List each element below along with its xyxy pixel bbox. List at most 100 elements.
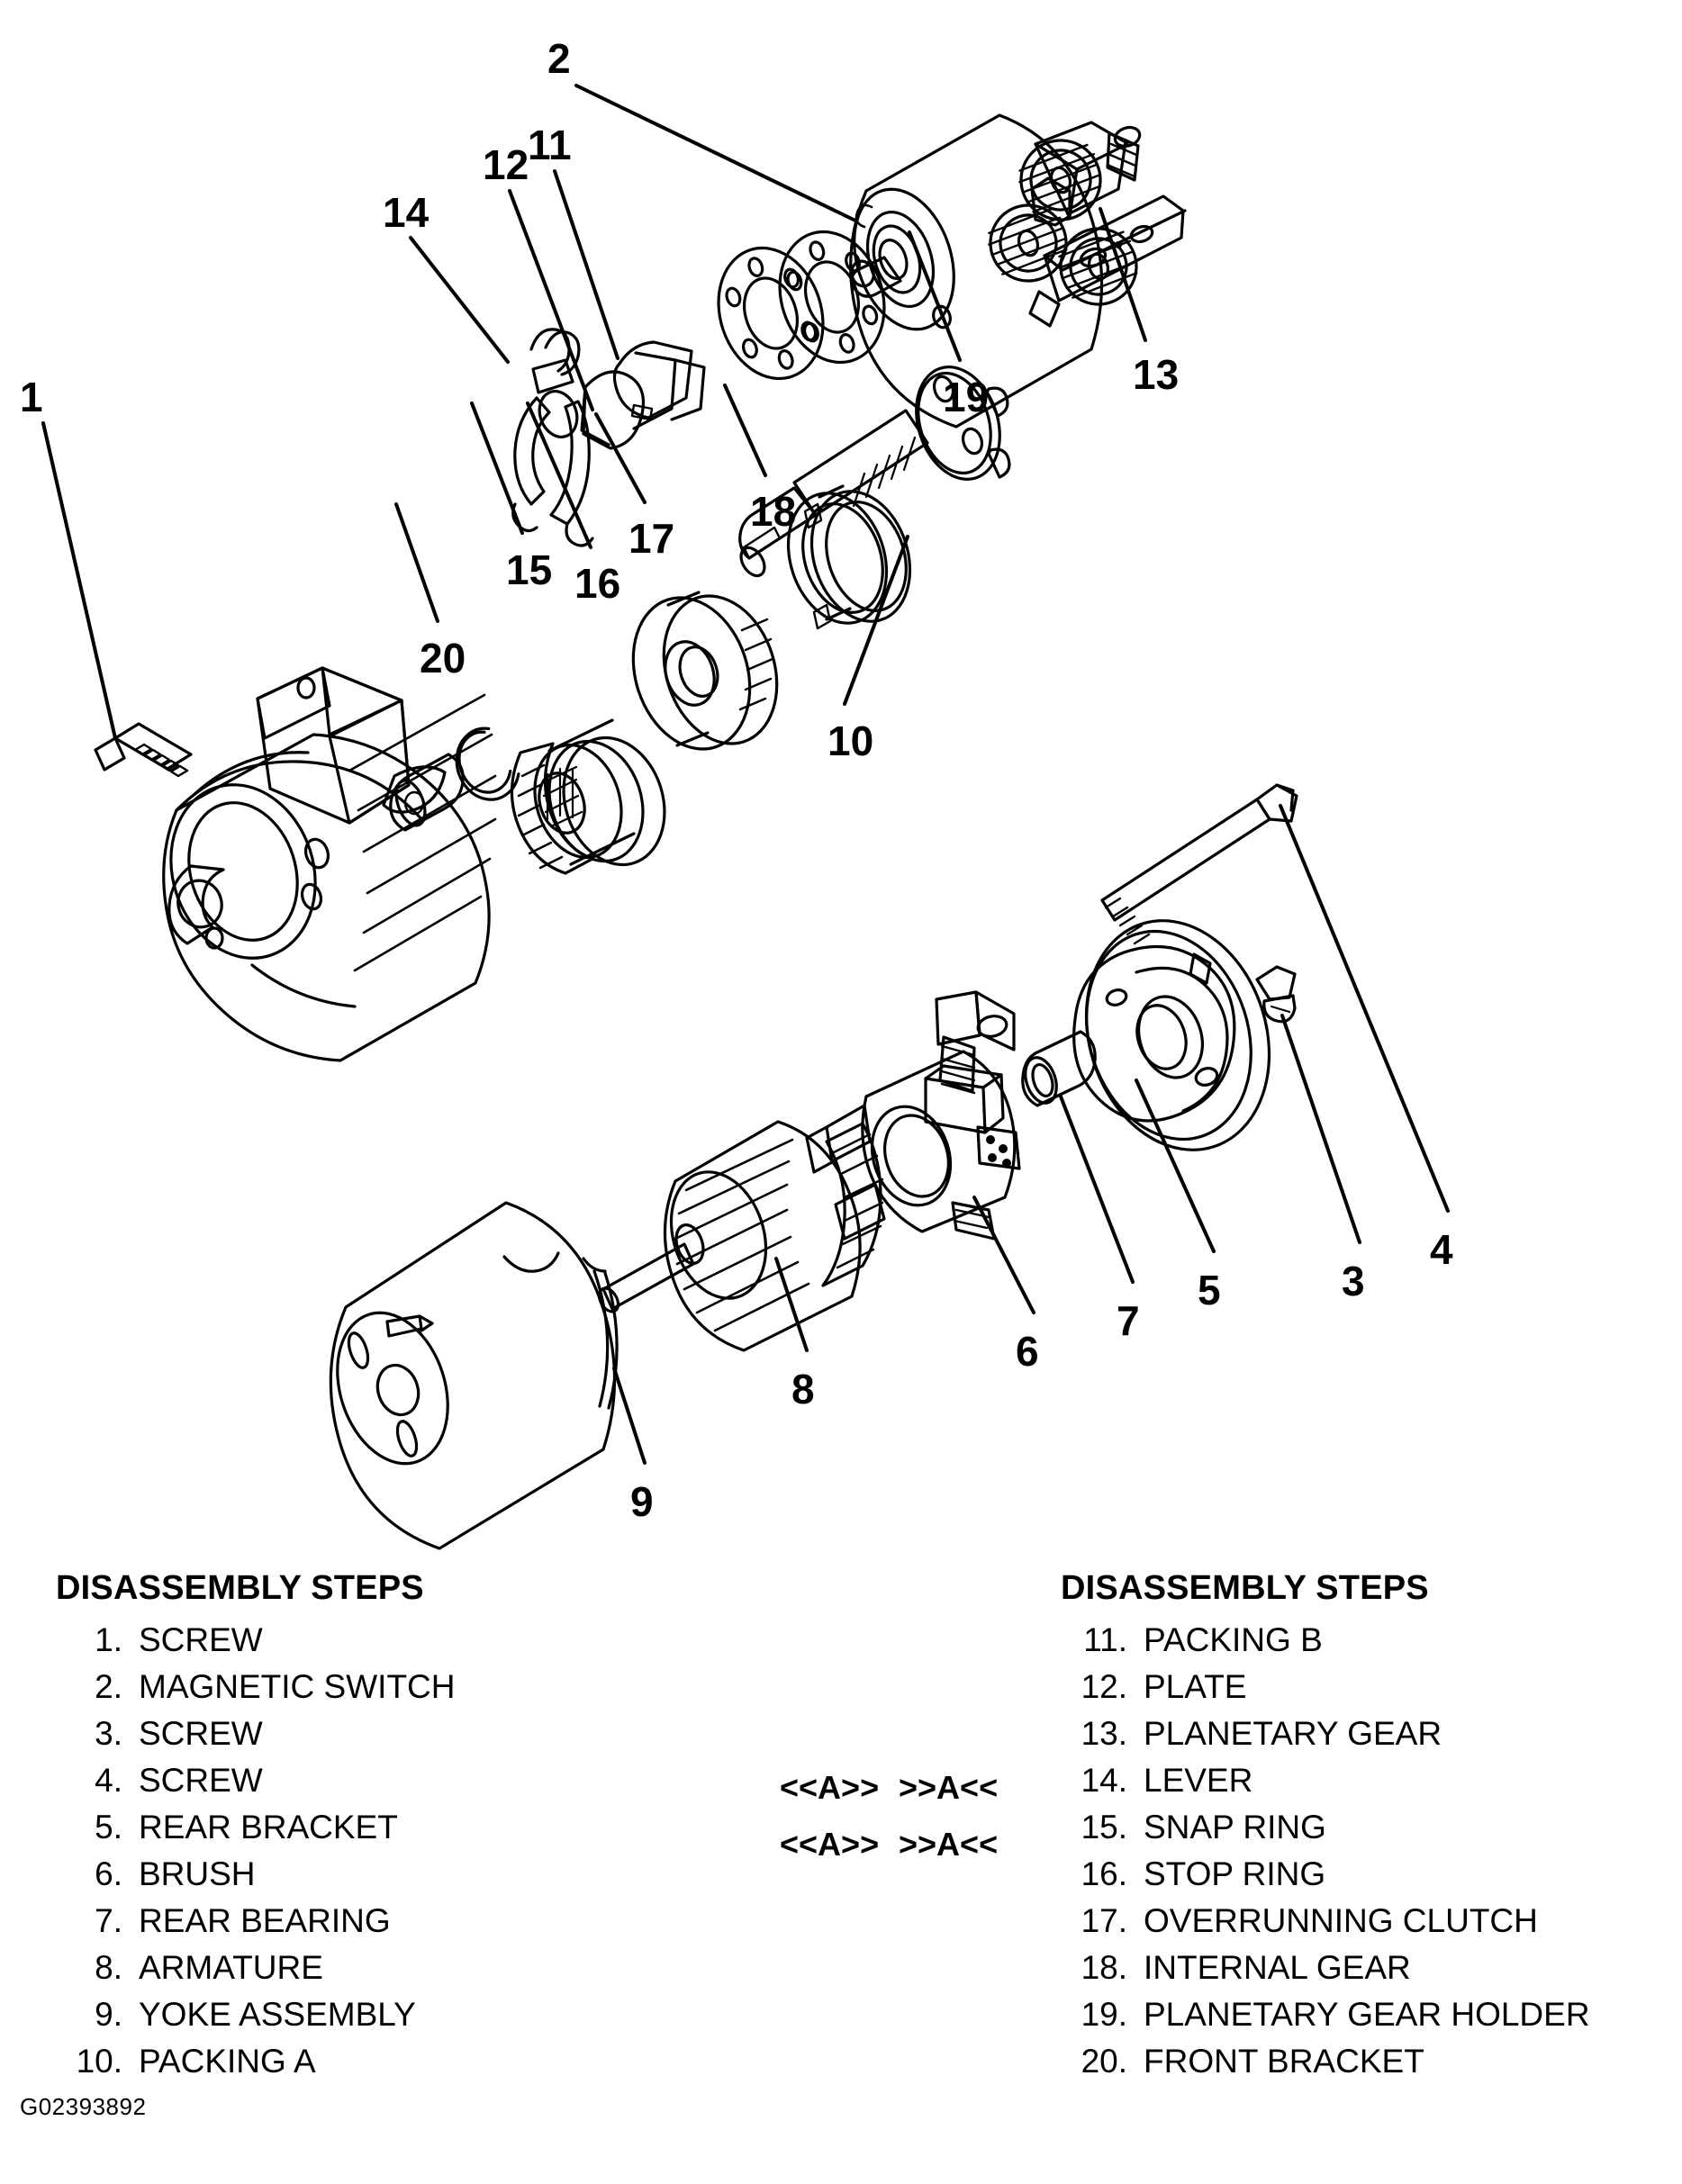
callout-19: 19 <box>943 374 990 420</box>
step-number: 15. <box>1081 1809 1127 1846</box>
step-label: STOP RING <box>1144 1855 1326 1892</box>
callout-3: 3 <box>1342 1258 1365 1304</box>
mark-row: <<A>> >>A<< <box>780 1772 1017 1804</box>
callout-7: 7 <box>1117 1297 1140 1344</box>
list-item: 8. ARMATURE <box>56 1951 455 1984</box>
document-id: G02393892 <box>20 2093 147 2120</box>
part-screw-1 <box>94 722 193 778</box>
step-number: 9. <box>95 1996 122 2033</box>
callout-14: 14 <box>383 189 430 236</box>
list-item: 20. FRONT BRACKET <box>1061 2044 1590 2078</box>
step-label: OVERRUNNING CLUTCH <box>1144 1902 1538 1939</box>
mark-row: <<A>> >>A<< <box>780 1828 1017 1861</box>
part-rear-bearing-7 <box>1021 1030 1097 1107</box>
step-number: 5. <box>95 1809 122 1846</box>
switch-gaskets <box>717 230 886 381</box>
callout-11: 11 <box>528 122 572 168</box>
step-label: REAR BRACKET <box>139 1809 398 1846</box>
step-label: MAGNETIC SWITCH <box>139 1668 456 1705</box>
step-label: PLATE <box>1144 1668 1247 1705</box>
part-magnetic-switch-2 <box>849 113 1187 429</box>
step-number: 10. <box>76 2043 122 2080</box>
callout-17: 17 <box>628 515 675 562</box>
step-label: REAR BEARING <box>139 1902 391 1939</box>
list-item: 16. STOP RING <box>1061 1857 1590 1891</box>
disassembly-steps-right: DISASSEMBLY STEPS 11. PACKING B 12. PLAT… <box>1061 1571 1590 2091</box>
step-number: 12. <box>1081 1668 1127 1705</box>
step-number: 11. <box>1083 1621 1127 1658</box>
list-item: 15. SNAP RING <box>1061 1810 1590 1844</box>
mark-a-open: <<A>> <box>780 1826 880 1863</box>
step-number: 2. <box>95 1668 122 1705</box>
step-label: INTERNAL GEAR <box>1144 1949 1411 1986</box>
callout-1: 1 <box>20 374 43 420</box>
step-number: 13. <box>1081 1715 1127 1752</box>
callout-8: 8 <box>791 1366 815 1412</box>
mark-a-close: >>A<< <box>899 1769 999 1806</box>
step-label: LEVER <box>1144 1762 1253 1799</box>
step-number: 7. <box>95 1902 122 1939</box>
list-item: 18. INTERNAL GEAR <box>1061 1951 1590 1984</box>
step-number: 16. <box>1081 1855 1127 1892</box>
callout-16: 16 <box>574 560 621 607</box>
step-label: BRUSH <box>139 1855 256 1892</box>
step-label: PLANETARY GEAR <box>1144 1715 1442 1752</box>
part-stop-ring-16 <box>389 753 465 832</box>
list-item: 14. LEVER <box>1061 1764 1590 1797</box>
part-front-bracket-20 <box>162 666 497 1062</box>
part-planetary-gear-holder-19 <box>738 366 1011 578</box>
step-number: 20. <box>1081 2043 1127 2080</box>
callout-9: 9 <box>630 1478 654 1525</box>
callout-15: 15 <box>506 546 553 593</box>
callout-6: 6 <box>1016 1328 1039 1375</box>
part-armature-8 <box>597 1120 884 1352</box>
step-number: 8. <box>95 1949 122 1986</box>
list-item: 19. PLANETARY GEAR HOLDER <box>1061 1998 1590 2031</box>
part-planetary-gear-13 <box>988 139 1138 306</box>
step-number: 14. <box>1081 1762 1127 1799</box>
step-label: SNAP RING <box>1144 1809 1326 1846</box>
step-number: 3. <box>95 1715 122 1752</box>
part-brush-holder-6 <box>805 990 1021 1241</box>
disassembly-steps-left: DISASSEMBLY STEPS 1. SCREW 2. MAGNETIC S… <box>56 1571 455 2091</box>
mark-a-close: >>A<< <box>899 1826 999 1863</box>
step-label: YOKE ASSEMBLY <box>139 1996 416 2033</box>
step-number: 19. <box>1081 1996 1127 2033</box>
list-item: 3. SCREW <box>56 1717 455 1750</box>
step-number: 17. <box>1081 1902 1127 1939</box>
callout-4: 4 <box>1430 1226 1453 1273</box>
part-internal-gear-18 <box>631 591 779 751</box>
step-number: 4. <box>95 1762 122 1799</box>
callout-20: 20 <box>420 635 466 681</box>
part-lever-14 <box>511 328 594 547</box>
part-plate-12 <box>580 370 645 450</box>
step-label: SCREW <box>139 1762 263 1799</box>
list-item: 12. PLATE <box>1061 1670 1590 1703</box>
list-item: 11. PACKING B <box>1061 1623 1590 1656</box>
step-number: 1. <box>95 1621 122 1658</box>
part-packing-b-11 <box>612 340 706 430</box>
part-rear-bracket-5 <box>1072 919 1271 1151</box>
part-packing-a-10 <box>786 484 912 630</box>
callout-5: 5 <box>1198 1267 1221 1313</box>
list-item: 10. PACKING A <box>56 2044 455 2078</box>
list-item: 1. SCREW <box>56 1623 455 1656</box>
callout-18: 18 <box>750 488 797 535</box>
list-item: 13. PLANETARY GEAR <box>1061 1717 1590 1750</box>
callout-13: 13 <box>1133 351 1180 398</box>
part-overrunning-clutch-17 <box>510 718 666 875</box>
steps-title-right: DISASSEMBLY STEPS <box>1061 1569 1429 1607</box>
part-screw-4 <box>1100 783 1298 945</box>
mark-a-open: <<A>> <box>780 1769 880 1806</box>
step-number: 6. <box>95 1855 122 1892</box>
step-label: SCREW <box>139 1621 263 1658</box>
list-item: 17. OVERRUNNING CLUTCH <box>1061 1904 1590 1937</box>
step-number: 18. <box>1081 1949 1127 1986</box>
part-yoke-assembly-9 <box>329 1201 619 1550</box>
step-label: PLANETARY GEAR HOLDER <box>1144 1996 1590 2033</box>
steps-title-left: DISASSEMBLY STEPS <box>56 1569 424 1607</box>
callout-2: 2 <box>547 35 571 82</box>
list-item: 2. MAGNETIC SWITCH <box>56 1670 455 1703</box>
part-screw-3 <box>1255 965 1297 1024</box>
